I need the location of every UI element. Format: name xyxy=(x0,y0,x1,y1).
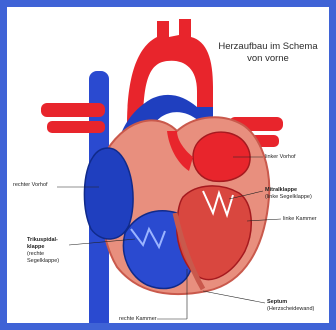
title-line-1: Herzaufbau im Schema xyxy=(199,41,329,53)
label-right-atrium: rechter Vorhof xyxy=(13,182,48,189)
leader-septum xyxy=(203,291,265,303)
title-line-2: von vorne xyxy=(199,53,329,65)
label-left-atrium: linker Vorhof xyxy=(265,154,296,161)
label-tricuspid-sub-1: (rechte xyxy=(27,251,44,258)
label-right-ventricle: rechte Kammer xyxy=(119,316,157,323)
label-left-ventricle: linke Kammer xyxy=(283,216,317,223)
diagram-title: Herzaufbau im Schema von vorne xyxy=(199,41,329,65)
right-atrium xyxy=(84,148,133,239)
label-septum-title: Septum xyxy=(267,299,287,306)
label-tricuspid-sub-2: Segelklappe) xyxy=(27,258,59,265)
pulmonary-vein-left-1 xyxy=(41,103,105,117)
label-mitral-sub: (linke Segelklappe) xyxy=(265,194,312,201)
pulmonary-vein-left-2 xyxy=(47,121,105,133)
diagram-panel: Herzaufbau im Schema von vorne rechter V… xyxy=(7,7,329,323)
label-tricuspid-title-2: klappe xyxy=(27,244,44,251)
label-tricuspid-title-1: Trikuspidal- xyxy=(27,237,58,244)
label-mitral-title: Mitralklappe xyxy=(265,187,297,194)
label-septum-sub: (Herzscheidewand) xyxy=(267,306,314,313)
